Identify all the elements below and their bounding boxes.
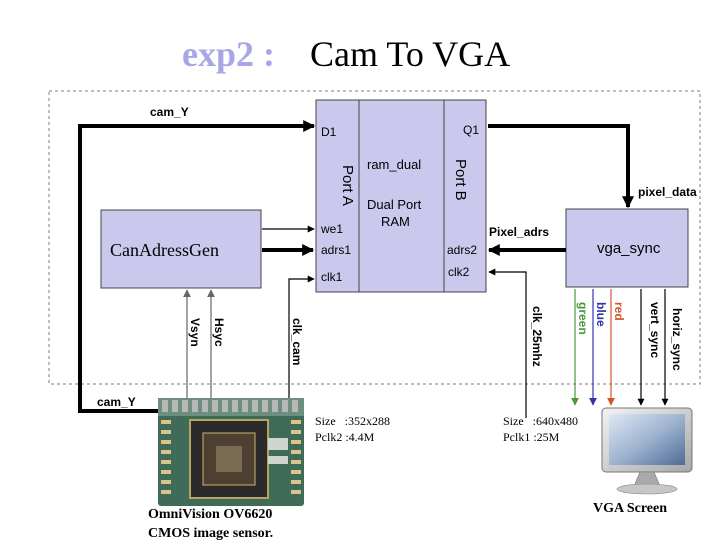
fpga-boundary — [48, 90, 701, 385]
vga-screen-caption: VGA Screen — [593, 501, 667, 516]
vga-sync-body — [565, 208, 689, 288]
sensor-caption-line1: OmniVision OV6620 — [148, 507, 272, 522]
red-label: red — [612, 302, 626, 321]
cam-y-bus — [78, 120, 316, 413]
pixel-data-label: pixel_data — [638, 185, 697, 199]
address-gen-label: CanAdressGen — [110, 240, 219, 260]
vert-sync-label: vert_sync — [648, 302, 662, 358]
ram-clk1-label: clk1 — [321, 270, 343, 284]
ram-adrs1-label: adrs1 — [321, 243, 351, 257]
title-prefix: exp2 : — [182, 34, 275, 74]
clk-cam-wire — [288, 275, 315, 416]
green-label: green — [576, 302, 590, 335]
cam-pclk-note: Pclk2 :4.4M — [315, 430, 375, 444]
clk-25mhz-wire — [488, 268, 527, 418]
ram-port-b-label: Port B — [452, 159, 469, 201]
ram-name-label: ram_dual — [367, 157, 421, 172]
blue-label: blue — [594, 302, 608, 327]
horiz-sync-label: horiz_sync — [670, 308, 684, 371]
ram-port-a-label: Port A — [339, 165, 356, 206]
hsyc-label: Hsyc — [212, 318, 226, 347]
ram-desc-line1: Dual Port — [367, 197, 422, 212]
cam-y-top-label: cam_Y — [150, 105, 189, 119]
vga-size-note: Size :640x480 — [503, 414, 578, 428]
ram-d1-label: D1 — [321, 125, 337, 139]
vga-sync-label: vga_sync — [597, 240, 661, 257]
cam-y-bottom-label: cam_Y — [97, 395, 136, 409]
clk-25mhz-label: clk_25mhz — [530, 306, 544, 367]
ram-body — [315, 99, 487, 293]
dual-port-ram-block[interactable]: D1 Q1 Port A Port B ram_dual Dual Port R… — [315, 99, 487, 293]
clk-cam-label: clk_cam — [290, 318, 304, 365]
ram-adrs2-label: adrs2 — [447, 243, 477, 257]
ram-q1-label: Q1 — [463, 123, 479, 137]
vga-screen-image — [601, 407, 693, 495]
camera-sensor-image — [158, 398, 304, 506]
title-main: Cam To VGA — [310, 34, 510, 74]
ram-we1-label: we1 — [320, 222, 343, 236]
vga-sync-block[interactable]: vga_sync — [565, 208, 689, 288]
address-gen-body — [100, 209, 262, 289]
vsyn-label: Vsyn — [188, 318, 202, 347]
sensor-caption-line2: CMOS image sensor. — [148, 526, 273, 541]
address-gen-block[interactable]: CanAdressGen — [100, 209, 262, 289]
ram-clk2-label: clk2 — [448, 265, 470, 279]
ram-desc-line2: RAM — [381, 214, 410, 229]
cam-size-note: Size :352x288 — [315, 414, 390, 428]
vga-pclk-note: Pclk1 :25M — [503, 430, 560, 444]
pixel-data-bus — [488, 124, 634, 209]
pixel-adrs-label: Pixel_adrs — [489, 225, 549, 239]
